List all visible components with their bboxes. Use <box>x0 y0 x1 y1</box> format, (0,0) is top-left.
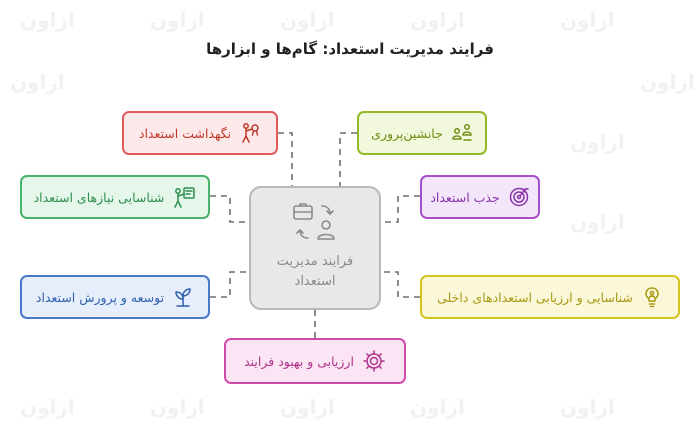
node-needs-label: شناسایی نیازهای استعداد <box>33 189 165 205</box>
node-development-label: توسعه و پرورش استعداد <box>35 289 165 305</box>
connector-succession <box>339 132 357 186</box>
node-retention-label: نگهداشت استعداد <box>138 125 232 141</box>
node-internal: شناسایی و ارزیابی استعدادهای داخلی <box>420 275 680 319</box>
plant-growth-icon <box>175 288 191 307</box>
connector-development <box>210 271 249 298</box>
node-internal-label: شناسایی و ارزیابی استعدادهای داخلی <box>437 289 633 305</box>
node-attraction: جذب استعداد <box>420 175 540 219</box>
node-development: توسعه و پرورش استعداد <box>20 275 210 319</box>
node-retention: نگهداشت استعداد <box>122 111 278 155</box>
node-succession-label: جانشین‌پروری <box>371 125 443 141</box>
center-label: فرایند مدیریت استعداد <box>276 254 354 289</box>
briefcase-person-icon <box>293 203 335 240</box>
node-improvement: ارزیابی و بهبود فرایند <box>224 338 406 384</box>
gear-refresh-icon <box>363 350 385 372</box>
connector-retention <box>278 132 293 186</box>
lightbulb-person-icon <box>645 287 659 308</box>
connector-internal <box>381 271 420 298</box>
people-swap-icon <box>452 123 472 141</box>
connector-needs <box>210 195 249 223</box>
target-person-icon <box>509 187 529 207</box>
node-succession: جانشین‌پروری <box>357 111 487 155</box>
presenter-board-icon <box>174 187 196 208</box>
node-attraction-label: جذب استعداد <box>430 189 500 205</box>
node-needs: شناسایی نیازهای استعداد <box>20 175 210 219</box>
page-title: فرایند مدیریت استعداد: گام‌ها و ابزارها <box>206 40 494 58</box>
center-node: فرایند مدیریت استعداد <box>249 186 381 310</box>
connector-attraction <box>381 195 420 223</box>
node-improvement-label: ارزیابی و بهبود فرایند <box>244 353 354 369</box>
person-holding-award-icon <box>242 123 259 143</box>
